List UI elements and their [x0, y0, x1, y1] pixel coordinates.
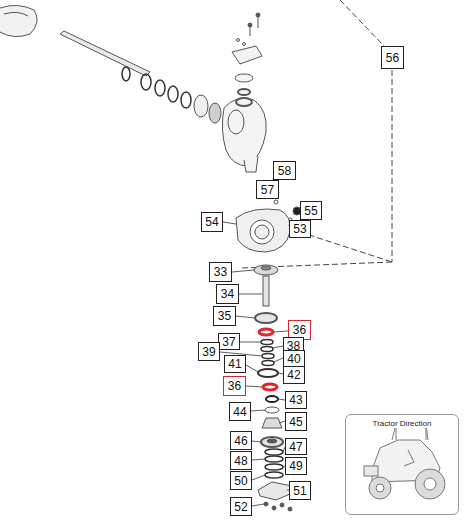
callout-box: 44: [229, 402, 251, 421]
callout-box: 43: [285, 391, 307, 409]
callout-number: 33: [214, 266, 227, 278]
callout-number: 58: [278, 165, 291, 177]
leader-lines: [220, 172, 300, 506]
gear: [209, 103, 221, 123]
callout-box: 52: [230, 497, 252, 516]
callout-box: 41: [224, 355, 246, 373]
callout-box: 56: [381, 46, 404, 69]
callout-number: 47: [289, 441, 302, 453]
callout-box: 48: [230, 451, 252, 470]
callout-box: 47: [285, 438, 307, 455]
callout-number: 50: [234, 475, 247, 487]
callout-number: 37: [222, 336, 235, 348]
washer: [265, 407, 279, 413]
gear-case: [236, 209, 290, 252]
callout-box: 33: [209, 262, 232, 282]
callout-number: 36: [293, 324, 306, 336]
o-rings: [265, 449, 283, 478]
callout-box: 53: [289, 220, 311, 238]
callout-box: 49: [285, 457, 307, 475]
callout-number: 49: [289, 460, 302, 472]
callout-number: 56: [386, 52, 399, 64]
callout-number: 54: [205, 216, 218, 228]
top-hardware: [232, 13, 262, 106]
bearing: [194, 95, 208, 117]
shaft-rings: [122, 67, 191, 108]
tractor-sketch: [364, 424, 445, 499]
shaft: [263, 276, 269, 306]
knuckle-housing: [222, 98, 266, 172]
callout-number: 53: [293, 223, 306, 235]
callout-number: 51: [293, 485, 306, 497]
callout-box: 40: [283, 350, 305, 367]
callout-number: 45: [289, 416, 302, 428]
callout-number: 57: [261, 184, 274, 196]
red-ring: [263, 384, 277, 390]
callout-box: 58: [273, 161, 296, 180]
callout-box: 39: [198, 342, 220, 361]
callout-box: 54: [201, 212, 223, 232]
callout-number: 42: [287, 369, 300, 381]
callout-box: 45: [285, 412, 307, 431]
callout-number: 41: [228, 358, 241, 370]
callout-box: 57: [256, 180, 279, 199]
axle-hub: [0, 5, 37, 36]
o-rings: [258, 340, 278, 378]
red-ring: [259, 329, 273, 335]
seal: [266, 396, 278, 402]
callout-box: 46: [230, 431, 252, 450]
callout-box: 50: [230, 471, 252, 490]
inset-panel: Tractor Direction: [345, 414, 459, 515]
inset-label: Tractor Direction: [366, 419, 438, 428]
callout-number: 46: [234, 435, 247, 447]
callout-number: 35: [218, 310, 231, 322]
callout-number: 40: [287, 353, 300, 365]
bolts: [264, 502, 292, 511]
callout-number: 39: [202, 346, 215, 358]
callout-box: 34: [216, 284, 239, 304]
callout-box: 37: [218, 333, 240, 350]
washer: [274, 200, 278, 204]
callout-box: 55: [300, 201, 322, 220]
callout-number: 48: [234, 455, 247, 467]
callout-box: 42: [283, 366, 305, 384]
cover-plate: [258, 482, 292, 500]
bearing-cup: [261, 437, 283, 447]
callout-box: 51: [289, 481, 311, 500]
callout-number: 44: [233, 406, 246, 418]
callout-box: 36: [223, 376, 246, 396]
callout-number: 52: [234, 501, 247, 513]
callout-number: 36: [228, 380, 241, 392]
bevel-gear: [254, 265, 278, 275]
callout-box: 35: [213, 306, 236, 326]
callout-number: 43: [289, 394, 302, 406]
drive-shaft: [60, 31, 150, 76]
bearing: [255, 313, 277, 323]
callout-number: 55: [304, 205, 317, 217]
callout-number: 34: [221, 288, 234, 300]
